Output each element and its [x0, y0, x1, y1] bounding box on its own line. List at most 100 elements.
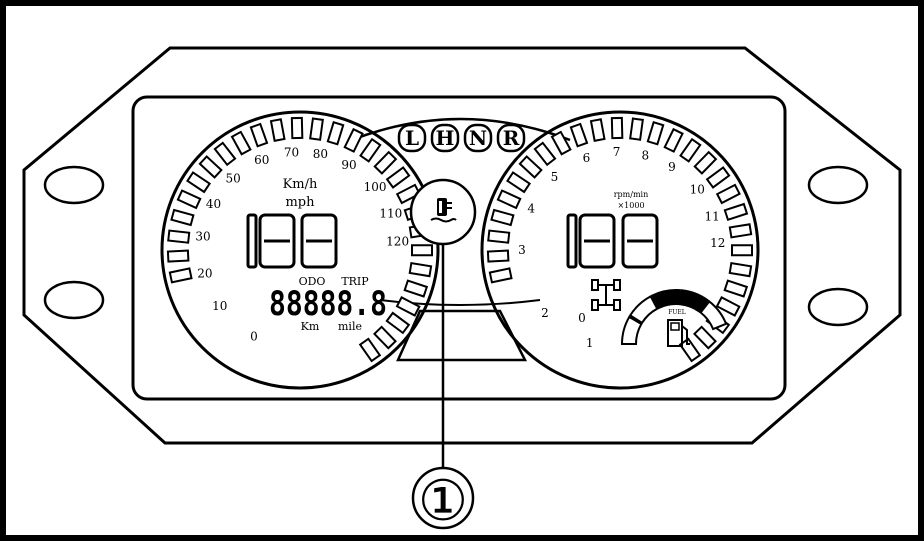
cluster-housing	[22, 46, 902, 445]
speed-segment	[186, 171, 212, 194]
speed-segment	[166, 249, 190, 263]
speed-segment	[269, 118, 286, 142]
fuel-bar-segment	[699, 300, 728, 331]
gear-R-label: R	[503, 126, 520, 150]
mounting-hole-left-top	[43, 165, 105, 205]
fuel-bar-segment	[620, 315, 643, 345]
fuel-label: FUEL	[668, 309, 686, 316]
display-bezel	[131, 95, 787, 401]
tach-segment	[550, 130, 572, 156]
tach-segment	[693, 325, 717, 350]
speed-segment	[230, 130, 252, 156]
speed-segment	[373, 325, 397, 350]
speed-tick-label: 70	[284, 145, 299, 159]
speed-tick-label: 90	[341, 158, 356, 172]
tach-segment	[723, 279, 749, 298]
tach-segment	[715, 296, 741, 317]
speed-segment	[395, 183, 421, 205]
speed-segment	[176, 189, 202, 210]
speed-segment	[385, 311, 411, 335]
speed-segment	[358, 337, 382, 363]
speed-segment	[359, 137, 382, 163]
tach-segment	[589, 118, 606, 142]
tach-tick-label: 7	[613, 145, 621, 159]
mounting-hole-left-bottom	[43, 280, 105, 320]
callout-number: ①	[418, 469, 468, 534]
tach-tick-label: 10	[690, 183, 705, 197]
unit-mile: mile	[338, 320, 362, 333]
tach-segment	[715, 183, 741, 205]
tach-segment	[678, 337, 702, 363]
odometer-value: 88888.8	[269, 284, 387, 324]
speed-tick-label: 120	[386, 234, 409, 248]
speed-segment	[213, 141, 237, 167]
fuel-bar-segment	[650, 289, 681, 310]
speed-segment	[198, 155, 223, 179]
tach-segment	[728, 223, 753, 239]
trip-label: TRIP	[341, 275, 369, 288]
speedometer-dial	[160, 110, 440, 390]
tach-segment	[646, 121, 665, 146]
gear-L-label: L	[405, 126, 419, 150]
gear-L-box	[397, 123, 427, 153]
speed-tick-label: 100	[364, 180, 387, 194]
tach-segment	[679, 137, 702, 163]
tach-segment	[488, 267, 513, 284]
speed-digits	[246, 213, 338, 269]
tach-tick-label: 8	[642, 148, 650, 162]
tach-segment	[487, 229, 511, 244]
fuel-bar-segment	[628, 294, 659, 325]
tach-unit-line1: rpm/min	[614, 190, 649, 199]
tach-segment	[629, 117, 644, 141]
tach-tick-label: 6	[583, 151, 591, 165]
center-trapezoid	[396, 309, 528, 362]
speed-segment	[403, 279, 429, 298]
tach-segment	[705, 166, 731, 189]
speed-segment	[410, 244, 434, 257]
tach-segment	[693, 150, 718, 175]
unit-km: Km	[301, 320, 320, 333]
tach-segment	[728, 261, 753, 278]
center-bridge	[351, 117, 571, 142]
tach-segment	[506, 171, 532, 194]
odo-label: ODO	[299, 275, 326, 288]
speed-segment	[309, 117, 324, 141]
gear-H-label: H	[436, 126, 455, 150]
callout-circle	[411, 466, 475, 530]
speed-segment	[373, 150, 398, 175]
tach-tick-label: 9	[668, 160, 676, 174]
speed-tick-label: 110	[379, 206, 402, 220]
speed-segment	[168, 267, 193, 284]
tach-segment	[723, 202, 749, 222]
tach-segment	[730, 244, 754, 257]
tach-segment	[518, 155, 543, 179]
speed-segment	[249, 122, 269, 148]
mounting-hole-right-top	[807, 165, 869, 205]
mounting-hole-right-bottom	[807, 287, 869, 327]
speed-tick-label: 60	[254, 153, 269, 167]
speed-segment	[408, 261, 433, 278]
gear-H-box	[430, 123, 460, 153]
tach-tick-label: 1	[586, 336, 594, 350]
tach-segment	[663, 127, 684, 153]
tach-segment	[496, 189, 522, 210]
speed-segment	[343, 127, 364, 153]
tach-unit-line2: ×1000	[617, 201, 644, 210]
gear-R-box	[496, 123, 526, 153]
tach-tick-label: 4	[527, 202, 535, 216]
tach-segment	[533, 141, 557, 167]
speed-segment	[326, 121, 345, 146]
fuel-bar-segment	[679, 289, 710, 314]
tach-tick-label: 2	[541, 306, 549, 320]
tach-segment	[569, 122, 589, 148]
speed-segment	[395, 296, 421, 317]
tach-tick-label: 0	[578, 311, 586, 325]
speed-segment	[290, 116, 304, 140]
tach-tick-label: 11	[704, 209, 719, 223]
speed-tick-label: 80	[313, 147, 328, 161]
speed-tick-label: 0	[250, 330, 258, 344]
tach-tick-label: 5	[551, 170, 559, 184]
tach-tick-label: 12	[710, 236, 725, 250]
speed-tick-label: 20	[197, 267, 212, 281]
